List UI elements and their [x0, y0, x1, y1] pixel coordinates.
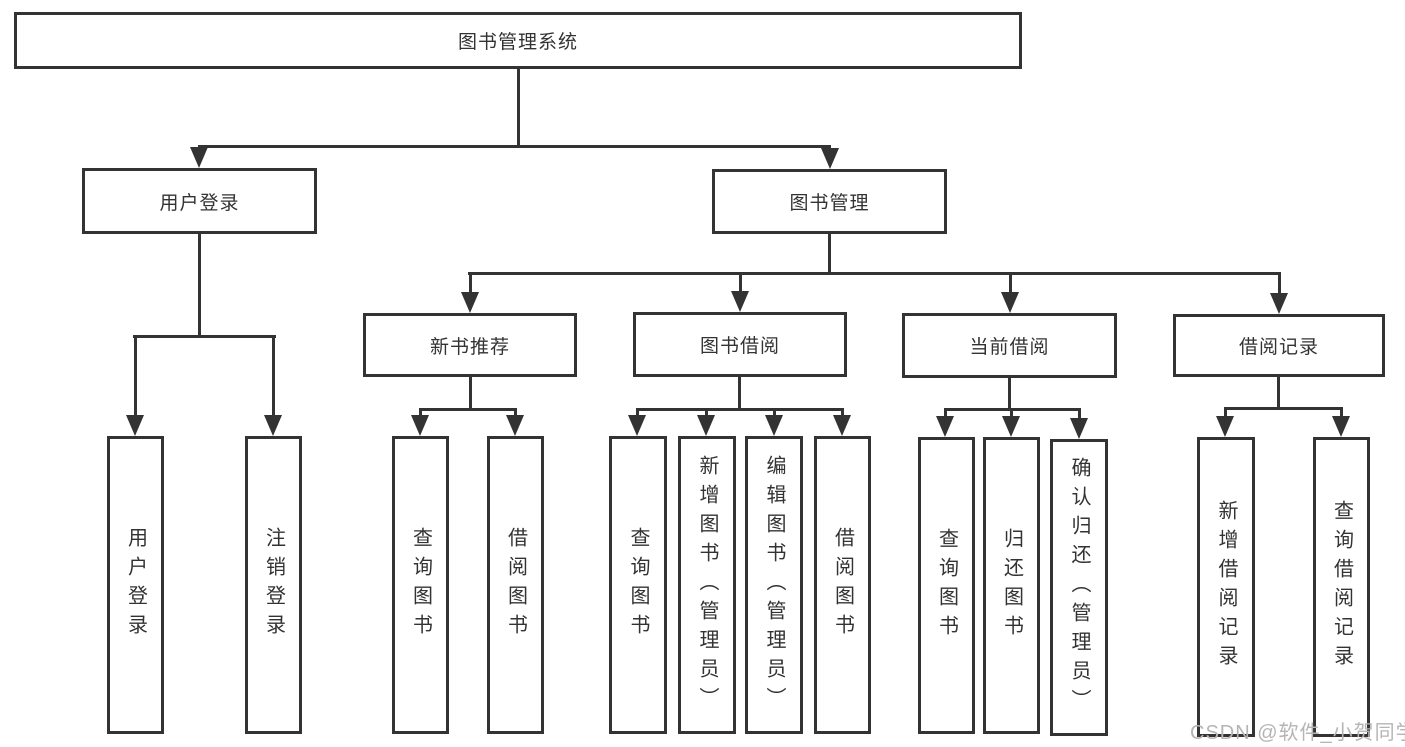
leaf-user-login-label: 用户登录	[124, 527, 147, 643]
leaf-logout: 注销登录	[245, 436, 302, 734]
node-root-label: 图书管理系统	[457, 32, 578, 53]
connector-drop	[1009, 272, 1012, 294]
arrowhead-to-leaf	[1002, 416, 1020, 437]
connector-drop	[134, 335, 137, 420]
csdn-watermark: CSDN @软件_小贺同学	[1190, 722, 1405, 744]
leaf-return-book: 归还图书	[983, 437, 1040, 734]
connector-branch-borrow-record	[1224, 407, 1343, 410]
arrowhead-to-leaf-user-login	[126, 415, 144, 436]
connector-drop	[1078, 408, 1081, 420]
connector-drop	[514, 408, 517, 420]
connector-stem-book-borrow	[738, 377, 741, 411]
leaf-query-book-current: 查询图书	[918, 437, 975, 734]
leaf-user-login: 用户登录	[107, 436, 164, 734]
arrowhead-to-leaf	[833, 415, 851, 436]
leaf-add-book-admin: 新增图书（管理员）	[678, 436, 736, 734]
node-current-borrow: 当前借阅	[902, 313, 1117, 378]
leaf-query-book-current-label: 查询图书	[935, 527, 958, 644]
connector-drop	[841, 408, 844, 420]
connector-drop	[272, 335, 275, 420]
arrowhead-to-leaf	[1216, 416, 1234, 437]
leaf-query-book-borrow-label: 查询图书	[627, 527, 649, 643]
leaf-borrow-book-newbook-label: 借阅图书	[504, 527, 527, 643]
leaf-add-borrow-record: 新增借阅记录	[1197, 437, 1255, 737]
leaf-borrow-book-borrow-label: 借阅图书	[831, 527, 854, 643]
leaf-confirm-return-admin: 确认归还（管理员）	[1050, 439, 1108, 736]
connector-branch-new-book	[419, 408, 517, 411]
node-book-borrow: 图书借阅	[633, 312, 847, 377]
node-book-management-label: 图书管理	[789, 193, 870, 214]
arrowhead-to-leaf	[411, 415, 429, 436]
arrowhead-to-leaf-logout	[264, 415, 282, 436]
connector-drop	[419, 408, 422, 420]
connector-branch-root	[198, 145, 831, 148]
arrowhead-to-leaf	[936, 416, 954, 437]
connector-drop	[705, 408, 708, 420]
connector-stem-root	[517, 68, 520, 146]
arrowhead-to-book-management	[821, 148, 839, 169]
connector-branch-user-login	[133, 335, 276, 338]
leaf-query-book-newbook-label: 查询图书	[409, 527, 432, 643]
leaf-confirm-return-admin-label: 确认归还（管理员）	[1068, 457, 1090, 718]
arrowhead-to-user-login	[190, 147, 208, 168]
leaf-logout-label: 注销登录	[262, 527, 285, 643]
leaf-query-book-borrow: 查询图书	[609, 436, 667, 734]
leaf-add-borrow-record-label: 新增借阅记录	[1215, 500, 1237, 674]
connector-drop	[739, 272, 742, 294]
node-book-borrow-label: 图书借阅	[699, 336, 780, 357]
connector-drop	[1224, 407, 1227, 420]
arrowhead-to-leaf	[1332, 416, 1350, 437]
node-new-book-recommend-label: 新书推荐	[429, 336, 510, 358]
leaf-query-borrow-record: 查询借阅记录	[1313, 437, 1370, 737]
leaf-return-book-label: 归还图书	[1000, 527, 1023, 644]
node-borrow-record: 借阅记录	[1173, 314, 1385, 377]
connector-drop	[1340, 407, 1343, 420]
connector-drop	[773, 408, 776, 420]
arrowhead-to-leaf	[506, 415, 524, 436]
arrowhead-to-current-borrow	[1001, 292, 1019, 313]
leaf-add-book-admin-label: 新增图书（管理员）	[696, 454, 718, 716]
arrowhead-to-leaf	[765, 415, 783, 436]
arrowhead-to-leaf	[628, 415, 646, 436]
arrowhead-to-book-borrow	[731, 291, 749, 312]
leaf-query-borrow-record-label: 查询借阅记录	[1330, 500, 1353, 674]
leaf-borrow-book-newbook: 借阅图书	[487, 436, 544, 734]
node-user-login: 用户登录	[82, 168, 317, 234]
connector-stem-borrow-record	[1277, 377, 1280, 410]
connector-drop	[944, 408, 947, 420]
leaf-edit-book-admin: 编辑图书（管理员）	[745, 436, 803, 734]
arrowhead-to-new-book-recommend	[461, 292, 479, 313]
arrowhead-to-leaf	[697, 415, 715, 436]
connector-drop	[1278, 272, 1281, 294]
connector-branch-book-management	[468, 272, 1281, 275]
connector-drop	[636, 408, 639, 420]
node-current-borrow-label: 当前借阅	[969, 337, 1050, 358]
connector-drop	[1010, 408, 1013, 420]
node-borrow-record-label: 借阅记录	[1238, 337, 1319, 358]
connector-stem-new-book	[469, 377, 472, 411]
arrowhead-to-leaf	[1070, 418, 1088, 439]
node-new-book-recommend: 新书推荐	[363, 313, 577, 377]
leaf-edit-book-admin-label: 编辑图书（管理员）	[763, 454, 785, 716]
connector-branch-book-borrow	[636, 408, 844, 411]
node-book-management: 图书管理	[712, 169, 947, 234]
connector-stem-user-login	[198, 233, 201, 338]
connector-stem-book-management	[828, 233, 831, 275]
leaf-borrow-book-borrow: 借阅图书	[814, 436, 871, 734]
node-root: 图书管理系统	[14, 12, 1022, 69]
leaf-query-book-newbook: 查询图书	[392, 436, 449, 734]
node-user-login-label: 用户登录	[159, 192, 240, 214]
connector-drop	[469, 272, 472, 294]
arrowhead-to-borrow-record	[1270, 293, 1288, 314]
connector-stem-current-borrow	[1008, 378, 1011, 411]
